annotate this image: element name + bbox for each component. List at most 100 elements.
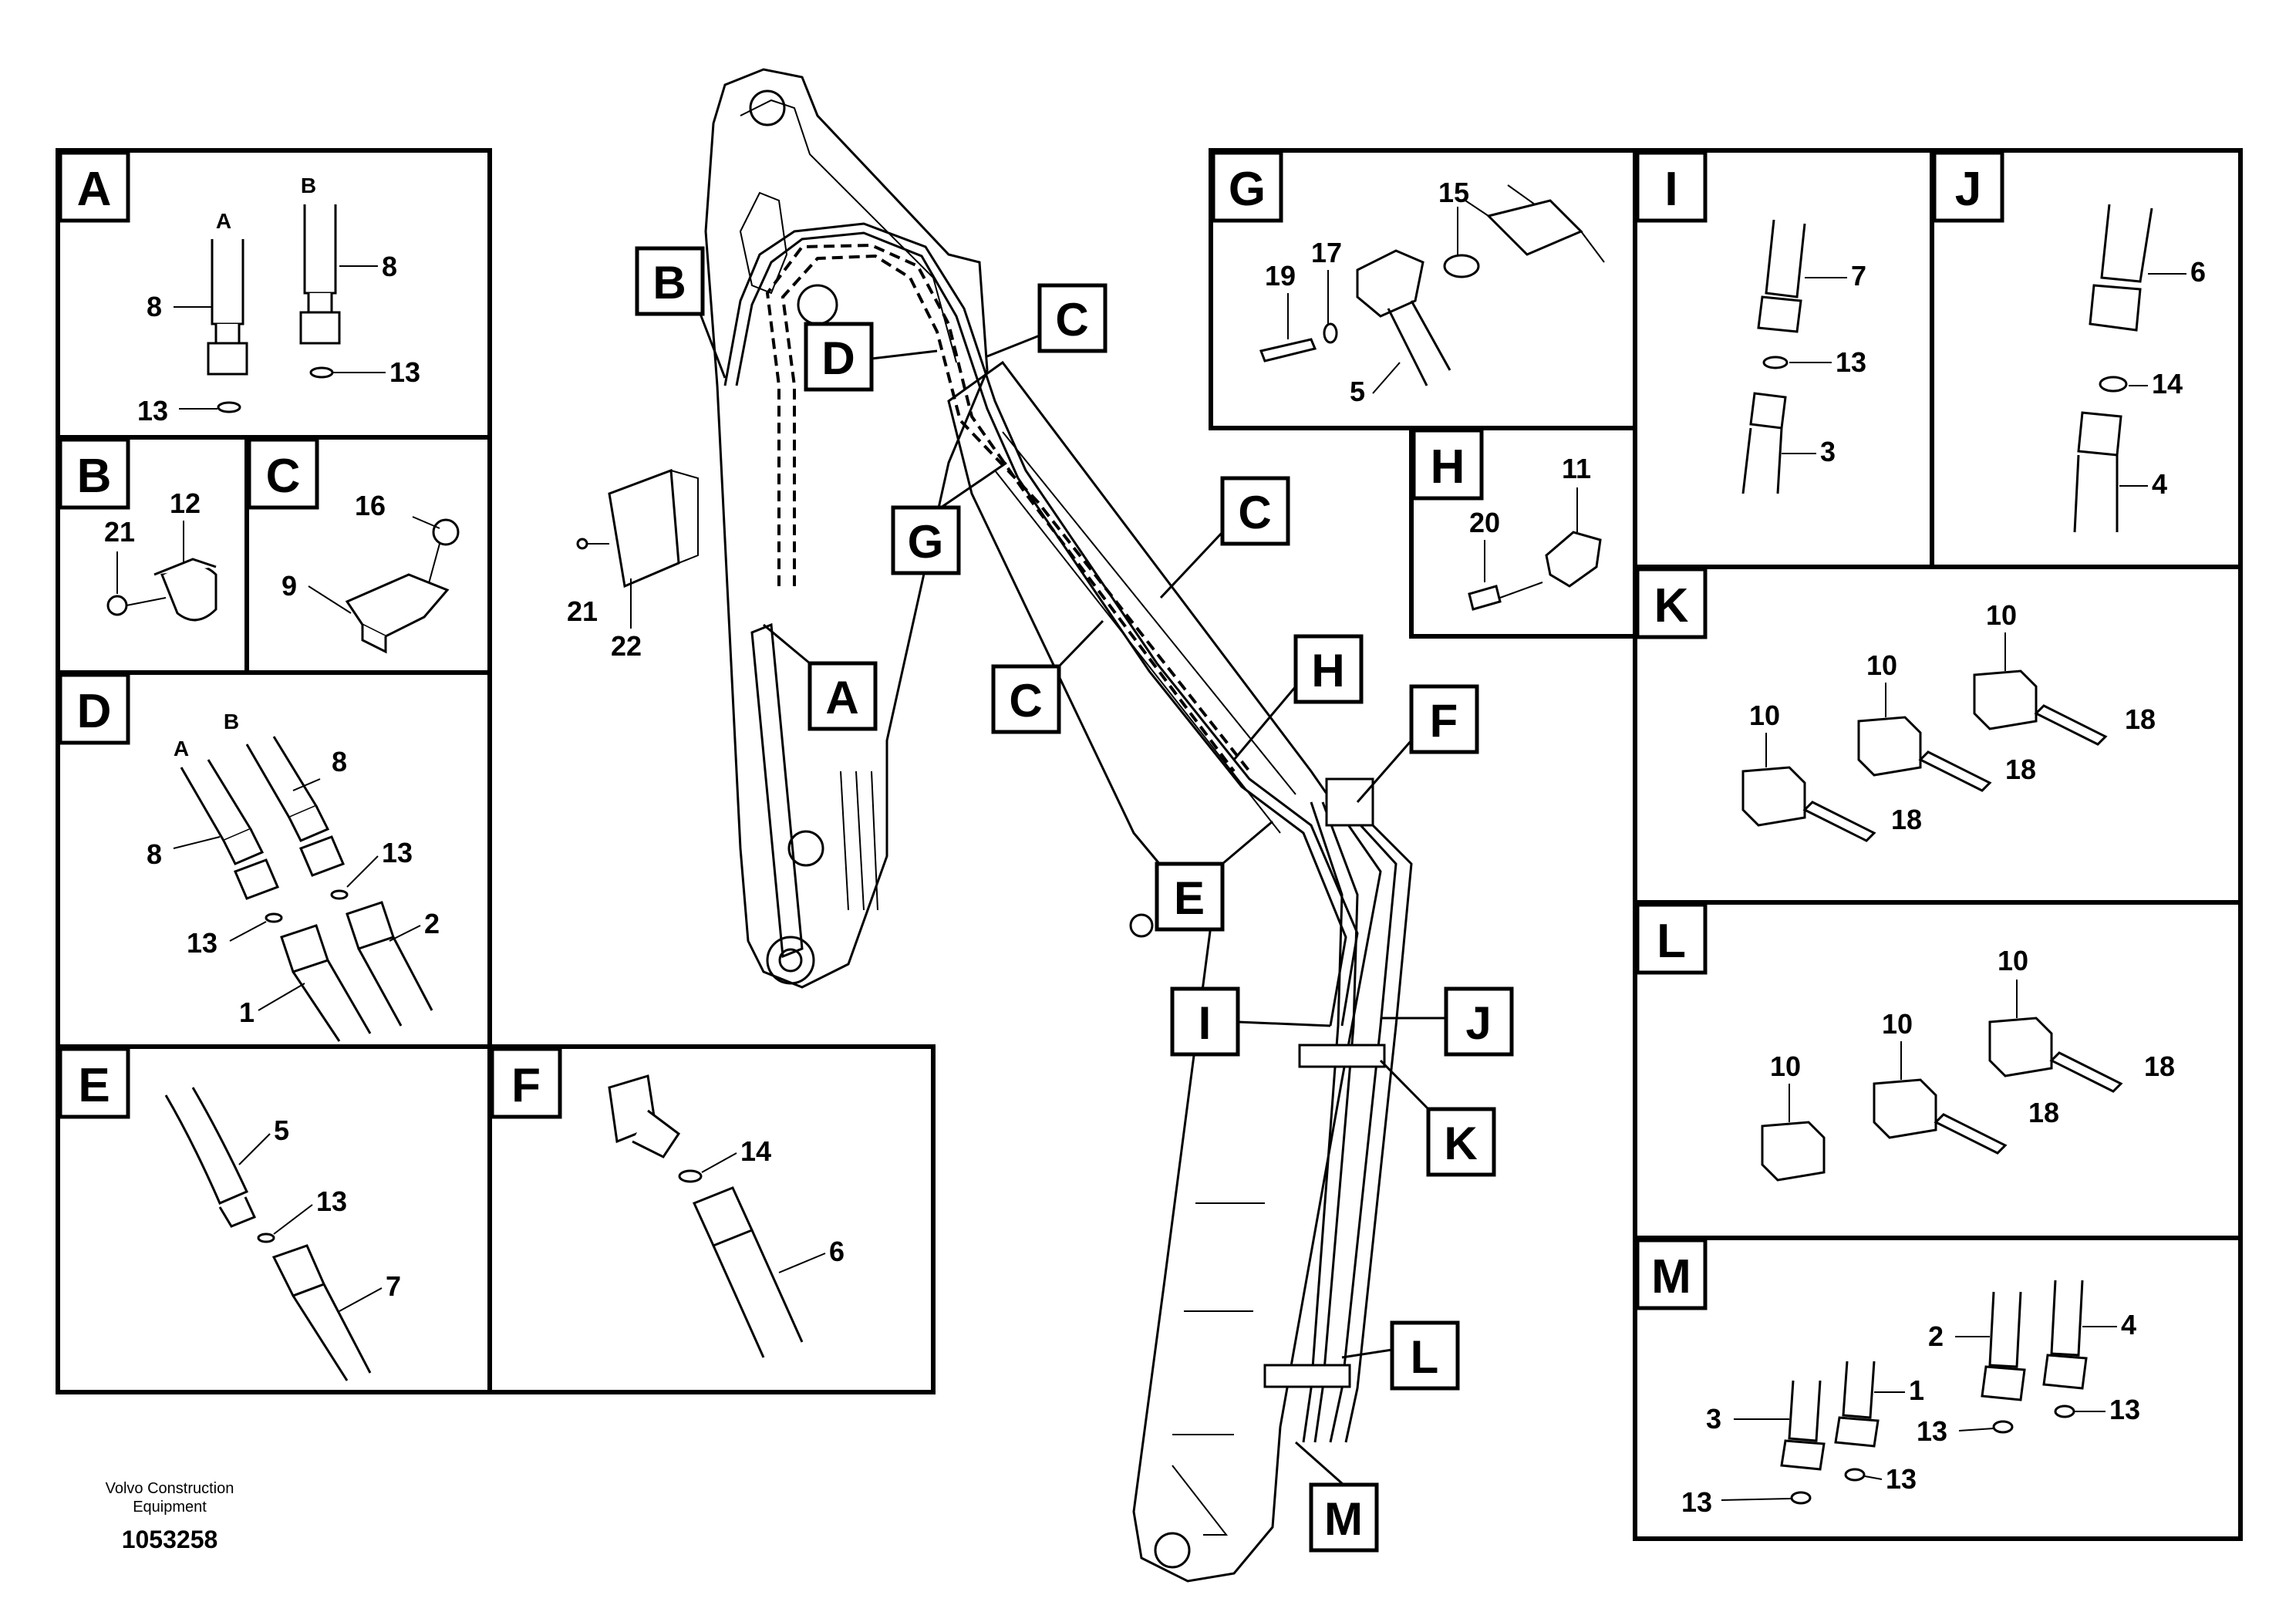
svg-text:18: 18: [2005, 754, 2036, 785]
callout-A[interactable]: A: [763, 623, 878, 731]
svg-text:13: 13: [1681, 1486, 1712, 1518]
svg-text:5: 5: [274, 1114, 289, 1146]
svg-text:D: D: [77, 685, 112, 738]
panel-B: B 21 12: [56, 435, 249, 675]
svg-text:E: E: [1174, 872, 1205, 924]
callout-K[interactable]: K: [1379, 1059, 1496, 1177]
svg-text:14: 14: [740, 1135, 771, 1167]
svg-text:14: 14: [2152, 368, 2183, 400]
svg-text:19: 19: [1265, 260, 1296, 292]
svg-text:18: 18: [2028, 1097, 2059, 1128]
svg-text:B: B: [77, 450, 112, 503]
svg-text:H: H: [1431, 440, 1465, 494]
drawing-footer: Volvo Construction Equipment 1053258: [73, 1479, 266, 1554]
callout-C-low[interactable]: C: [991, 619, 1104, 734]
svg-text:16: 16: [355, 490, 386, 521]
callout-H[interactable]: H: [1232, 634, 1364, 760]
svg-text:17: 17: [1311, 237, 1342, 268]
svg-text:18: 18: [1891, 804, 1922, 835]
svg-text:C: C: [1055, 294, 1088, 346]
svg-text:J: J: [1955, 163, 1981, 216]
svg-text:A: A: [825, 672, 858, 723]
panel-M: M 2 4 3 1 13 13 13 13: [1633, 1236, 2243, 1541]
svg-text:20: 20: [1469, 507, 1500, 538]
svg-text:13: 13: [1917, 1415, 1947, 1447]
svg-text:8: 8: [147, 838, 162, 870]
svg-text:A: A: [77, 163, 112, 216]
svg-text:I: I: [1664, 163, 1677, 216]
svg-text:13: 13: [2109, 1394, 2140, 1425]
label-hose-A: A: [216, 209, 231, 233]
panel-I: I 7 13 3: [1633, 148, 1934, 569]
svg-text:7: 7: [386, 1270, 401, 1302]
svg-text:10: 10: [1866, 649, 1897, 681]
panel-H: H 20 11: [1409, 426, 1637, 639]
svg-text:F: F: [1430, 695, 1458, 747]
svg-text:2: 2: [424, 908, 440, 939]
svg-text:9: 9: [282, 570, 297, 602]
main-label-22: 22: [611, 630, 642, 662]
svg-text:C: C: [1238, 487, 1271, 538]
svg-text:10: 10: [1749, 700, 1780, 731]
panel-D: D A B 8 8 13 13 2 1: [56, 670, 492, 1049]
svg-text:8: 8: [382, 251, 397, 282]
svg-text:5: 5: [1350, 376, 1365, 407]
svg-text:1: 1: [239, 996, 255, 1028]
svg-text:3: 3: [1706, 1403, 1721, 1435]
svg-text:6: 6: [829, 1236, 845, 1267]
svg-text:13: 13: [1836, 346, 1866, 378]
svg-text:18: 18: [2125, 703, 2156, 735]
svg-text:18: 18: [2144, 1050, 2175, 1082]
svg-text:L: L: [1411, 1331, 1439, 1383]
callout-tags: B D C G C A C: [635, 246, 1514, 1553]
callout-C-top[interactable]: C: [986, 283, 1108, 358]
svg-text:6: 6: [2190, 256, 2206, 288]
callout-G[interactable]: G: [891, 461, 1007, 575]
svg-text:J: J: [1465, 997, 1491, 1049]
panel-E: E 5 13 7: [56, 1044, 492, 1394]
main-label-21: 21: [567, 595, 598, 627]
svg-text:13: 13: [137, 395, 168, 427]
svg-text:M: M: [1651, 1250, 1691, 1303]
svg-text:3: 3: [1820, 436, 1836, 467]
label-hose-B: B: [301, 174, 316, 197]
svg-text:15: 15: [1438, 177, 1469, 208]
callout-E[interactable]: E: [1155, 820, 1273, 932]
svg-text:13: 13: [1886, 1463, 1917, 1495]
panel-G: G 15 19 17 5: [1209, 148, 1637, 430]
svg-text:E: E: [78, 1059, 110, 1112]
panel-F: F 14 6: [487, 1044, 936, 1394]
callout-B[interactable]: B: [635, 246, 727, 379]
svg-text:21: 21: [104, 516, 135, 548]
callout-M[interactable]: M: [1295, 1441, 1379, 1553]
svg-text:4: 4: [2152, 468, 2167, 500]
svg-text:8: 8: [332, 746, 347, 777]
svg-text:10: 10: [1770, 1050, 1801, 1082]
brand-line-2: Equipment: [133, 1499, 207, 1516]
svg-text:7: 7: [1851, 260, 1866, 292]
callout-F[interactable]: F: [1356, 684, 1479, 803]
svg-text:10: 10: [1986, 599, 2017, 631]
svg-text:C: C: [1009, 675, 1042, 727]
svg-text:H: H: [1311, 645, 1344, 696]
svg-text:10: 10: [1998, 945, 2028, 976]
svg-text:M: M: [1324, 1493, 1363, 1545]
svg-text:8: 8: [147, 291, 162, 322]
callout-L[interactable]: L: [1341, 1320, 1460, 1391]
callout-J[interactable]: J: [1381, 986, 1514, 1057]
main-view-numbers: 21 22: [567, 578, 642, 662]
svg-text:K: K: [1654, 579, 1689, 632]
svg-text:13: 13: [382, 837, 413, 868]
callout-C-mid[interactable]: C: [1159, 476, 1290, 599]
svg-text:11: 11: [1562, 453, 1591, 484]
callout-D[interactable]: D: [804, 322, 938, 392]
svg-text:2: 2: [1928, 1320, 1944, 1352]
svg-text:B: B: [652, 257, 686, 309]
svg-text:I: I: [1199, 997, 1212, 1049]
svg-text:13: 13: [187, 927, 217, 959]
brand-line-1: Volvo Construction: [105, 1480, 234, 1497]
svg-text:D: D: [821, 332, 855, 384]
boom-arm-drawing: [576, 68, 1413, 1583]
callout-I[interactable]: I: [1170, 986, 1331, 1057]
